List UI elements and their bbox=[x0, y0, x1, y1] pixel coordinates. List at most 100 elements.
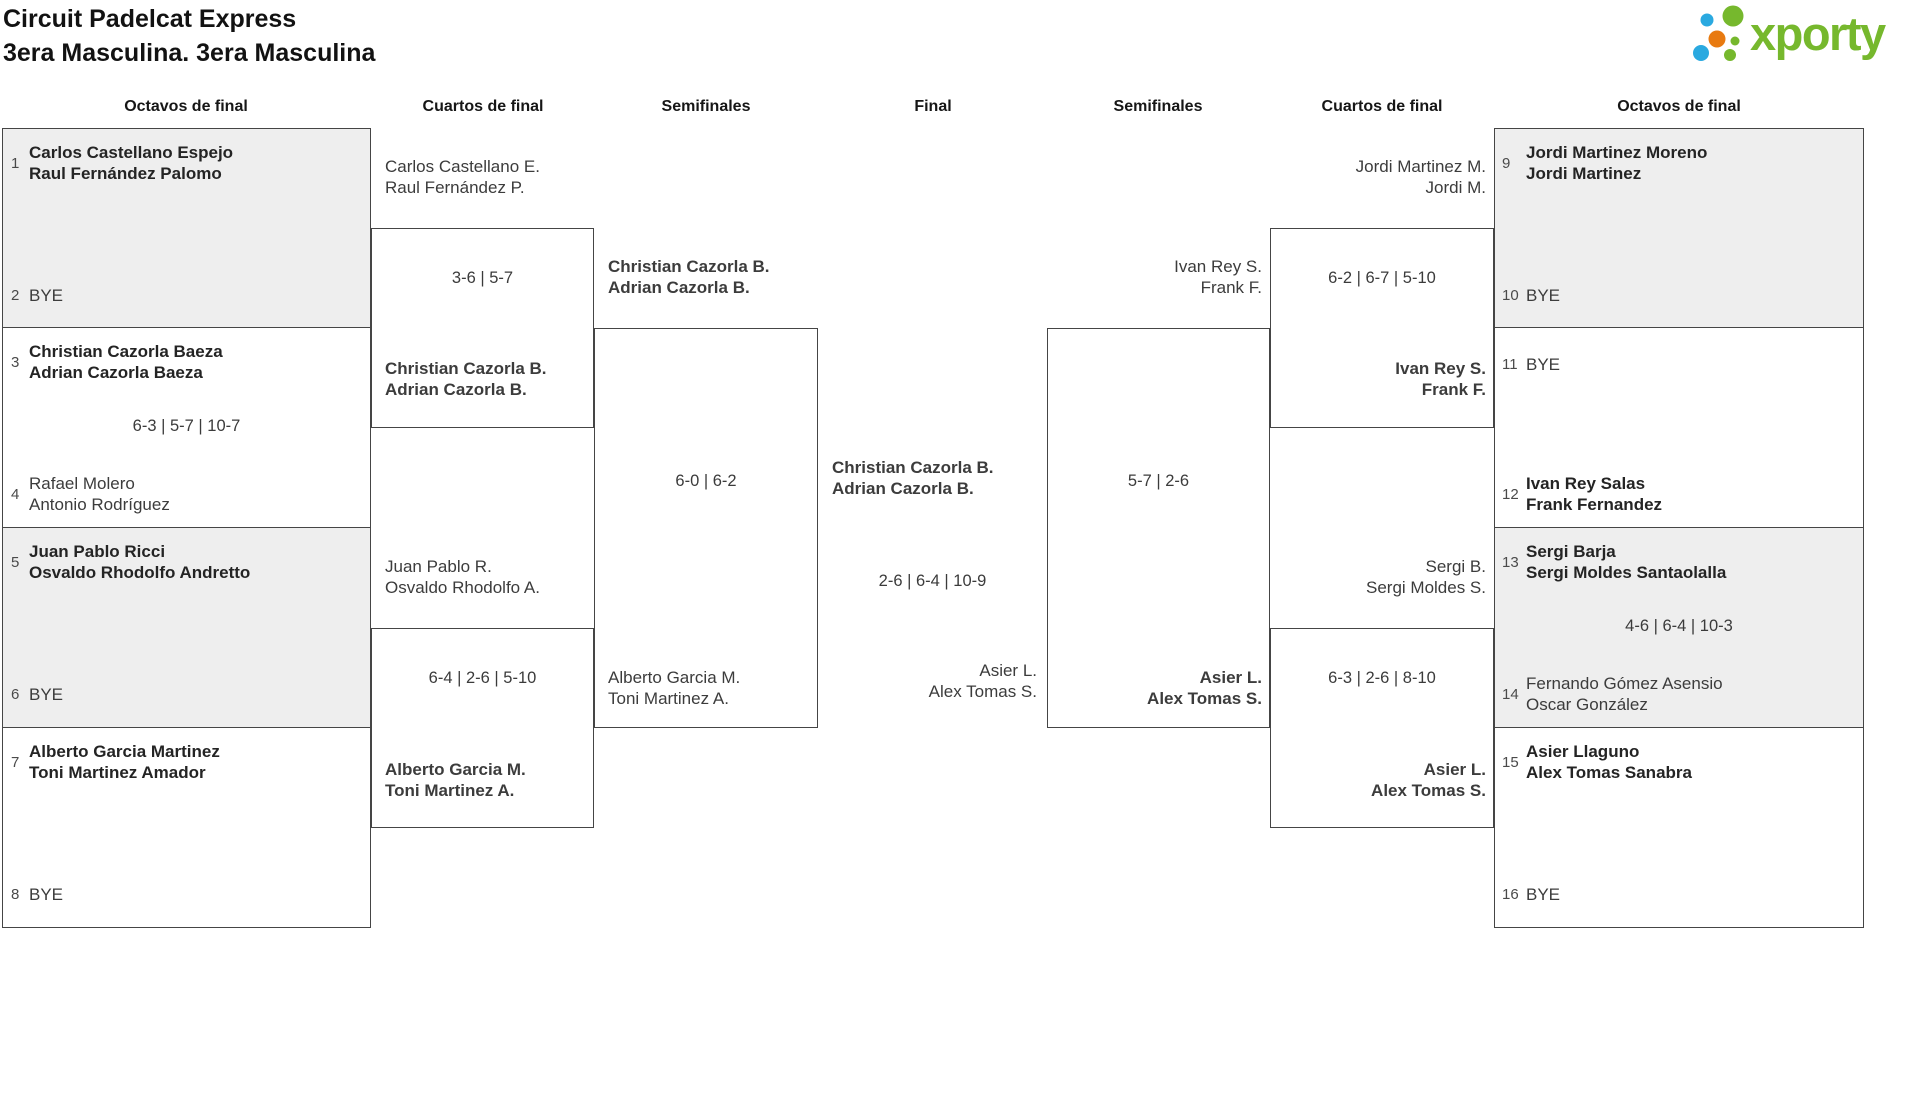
team-slot-seed-9: 9 Jordi Martinez Moreno Jordi Martinez bbox=[1502, 141, 1854, 185]
player-2: Frank F. bbox=[1200, 278, 1262, 297]
qf-right-1-team-top: Jordi Martinez M. Jordi M. bbox=[1356, 156, 1486, 198]
bye-label: BYE bbox=[1526, 285, 1560, 306]
team-slot-seed-5: 5 Juan Pablo Ricci Osvaldo Rhodolfo Andr… bbox=[11, 540, 361, 584]
player-2: Sergi Moldes S. bbox=[1366, 578, 1486, 597]
player-2: Raul Fernández Palomo bbox=[29, 164, 222, 183]
player-2: Adrian Cazorla B. bbox=[385, 380, 527, 399]
logo-dot-green-large bbox=[1722, 5, 1744, 27]
seed-number: 1 bbox=[11, 154, 20, 172]
tournament-title: Circuit Padelcat Express bbox=[3, 5, 297, 33]
round-header-final: Final bbox=[914, 98, 952, 115]
sf-left-team-top: Christian Cazorla B. Adrian Cazorla B. bbox=[608, 256, 770, 298]
qf-left-2-winner: Alberto Garcia M. Toni Martinez A. bbox=[385, 759, 526, 801]
xporty-logo: xporty bbox=[1684, 0, 1920, 77]
sf-left-team-bottom: Alberto Garcia M. Toni Martinez A. bbox=[608, 667, 740, 709]
team-slot-seed-2: 2 BYE bbox=[11, 280, 361, 310]
player-1: Fernando Gómez Asensio bbox=[1526, 674, 1723, 693]
player-1: Asier L. bbox=[1423, 760, 1486, 779]
seed-number: 5 bbox=[11, 553, 20, 571]
match-box-qf-right-2 bbox=[1270, 628, 1494, 828]
player-1: Christian Cazorla Baeza bbox=[29, 342, 223, 361]
player-1: Asier L. bbox=[979, 661, 1037, 680]
player-1: Christian Cazorla B. bbox=[832, 458, 994, 477]
team-slot-seed-4: 4 Rafael Molero Antonio Rodríguez bbox=[11, 472, 361, 516]
team-names: Sergi Barja Sergi Moldes Santaolalla bbox=[1526, 541, 1726, 583]
match-box-r16-7-8 bbox=[2, 727, 371, 928]
team-slot-seed-13: 13 Sergi Barja Sergi Moldes Santaolalla bbox=[1502, 540, 1854, 584]
seed-number: 15 bbox=[1502, 753, 1519, 771]
match-box-qf-left-2 bbox=[371, 628, 594, 828]
seed-number: 13 bbox=[1502, 553, 1519, 571]
bye-label: BYE bbox=[29, 684, 63, 705]
round-header-cuartos-right: Cuartos de final bbox=[1321, 98, 1443, 115]
player-1: Christian Cazorla B. bbox=[608, 257, 770, 276]
team-names: Juan Pablo Ricci Osvaldo Rhodolfo Andret… bbox=[29, 541, 250, 583]
team-slot-seed-15: 15 Asier Llaguno Alex Tomas Sanabra bbox=[1502, 740, 1854, 784]
logo-dot-green-tiny bbox=[1730, 36, 1740, 46]
player-2: Adrian Cazorla Baeza bbox=[29, 363, 203, 382]
qf-right-2-score: 6-3 | 2-6 | 8-10 bbox=[1328, 669, 1436, 687]
player-2: Raul Fernández P. bbox=[385, 178, 525, 197]
seed-number: 12 bbox=[1502, 485, 1519, 503]
player-2: Frank Fernandez bbox=[1526, 495, 1663, 514]
logo-dot-green-small bbox=[1724, 49, 1736, 61]
qf-right-1-winner: Ivan Rey S. Frank F. bbox=[1395, 358, 1486, 400]
team-names: Ivan Rey Salas Frank Fernandez bbox=[1526, 473, 1662, 515]
seed-number: 16 bbox=[1502, 885, 1519, 903]
team-slot-seed-11: 11 BYE bbox=[1502, 349, 1854, 379]
bye-label: BYE bbox=[29, 884, 63, 905]
bye-label: BYE bbox=[29, 285, 63, 306]
sf-right-winner: Asier L. Alex Tomas S. bbox=[1147, 667, 1262, 709]
player-1: Alberto Garcia M. bbox=[608, 668, 741, 687]
category-subtitle: 3era Masculina. 3era Masculina bbox=[3, 39, 376, 67]
qf-left-2-score: 6-4 | 2-6 | 5-10 bbox=[428, 669, 537, 687]
player-1: Jordi Martinez Moreno bbox=[1526, 143, 1708, 162]
match-box-r16-15-16 bbox=[1494, 727, 1864, 928]
match-box-qf-right-1 bbox=[1270, 228, 1494, 428]
player-2: Toni Martinez A. bbox=[608, 689, 729, 708]
sf-right-score: 5-7 | 2-6 bbox=[1127, 472, 1190, 490]
match-box-r16-11-12 bbox=[1494, 327, 1864, 528]
seed-number: 2 bbox=[11, 286, 20, 304]
team-names: Carlos Castellano Espejo Raul Fernández … bbox=[29, 142, 233, 184]
seed-number: 4 bbox=[11, 485, 20, 503]
player-1: Asier L. bbox=[1199, 668, 1262, 687]
player-1: Ivan Rey S. bbox=[1395, 359, 1486, 378]
player-1: Ivan Rey Salas bbox=[1526, 474, 1646, 493]
match-box-sf-right bbox=[1047, 328, 1270, 728]
player-1: Alberto Garcia Martinez bbox=[29, 742, 220, 761]
player-2: Toni Martinez A. bbox=[385, 781, 515, 800]
logo-dot-blue-medium bbox=[1693, 45, 1709, 61]
qf-right-2-team-top: Sergi B. Sergi Moldes S. bbox=[1366, 556, 1486, 598]
player-1: Ivan Rey S. bbox=[1174, 257, 1262, 276]
logo-wordmark: xporty bbox=[1750, 7, 1886, 60]
team-slot-seed-16: 16 BYE bbox=[1502, 879, 1854, 909]
bye-label: BYE bbox=[1526, 354, 1560, 375]
player-2: Adrian Cazorla B. bbox=[608, 278, 750, 297]
player-2: Frank F. bbox=[1421, 380, 1486, 399]
match-box-qf-left-1 bbox=[371, 228, 594, 428]
team-names: Alberto Garcia Martinez Toni Martinez Am… bbox=[29, 741, 220, 783]
team-slot-seed-8: 8 BYE bbox=[11, 879, 361, 909]
team-names: Asier Llaguno Alex Tomas Sanabra bbox=[1526, 741, 1692, 783]
team-names: Christian Cazorla Baeza Adrian Cazorla B… bbox=[29, 341, 223, 383]
bye-text: BYE bbox=[29, 684, 64, 704]
logo-dot-orange bbox=[1708, 30, 1726, 48]
round-header-octavos-right: Octavos de final bbox=[1617, 98, 1741, 115]
qf-left-2-team-top: Juan Pablo R. Osvaldo Rhodolfo A. bbox=[385, 556, 540, 598]
team-names: Rafael Molero Antonio Rodríguez bbox=[29, 473, 170, 515]
match-box-r16-3-4 bbox=[2, 327, 371, 528]
score-r16-13-14: 4-6 | 6-4 | 10-3 bbox=[1625, 617, 1733, 635]
player-2: Jordi Martinez bbox=[1526, 164, 1642, 183]
bye-text: BYE bbox=[1526, 285, 1561, 305]
page-title: Circuit Padelcat Express 3era Masculina.… bbox=[3, 2, 375, 70]
sf-right-team-top: Ivan Rey S. Frank F. bbox=[1174, 256, 1262, 298]
team-slot-seed-7: 7 Alberto Garcia Martinez Toni Martinez … bbox=[11, 740, 361, 784]
seed-number: 10 bbox=[1502, 286, 1519, 304]
player-1: Christian Cazorla B. bbox=[385, 359, 547, 378]
seed-number: 8 bbox=[11, 885, 20, 903]
player-2: Adrian Cazorla B. bbox=[832, 479, 974, 498]
player-1: Rafael Molero bbox=[29, 474, 135, 493]
player-2: Alex Tomas S. bbox=[928, 682, 1037, 701]
